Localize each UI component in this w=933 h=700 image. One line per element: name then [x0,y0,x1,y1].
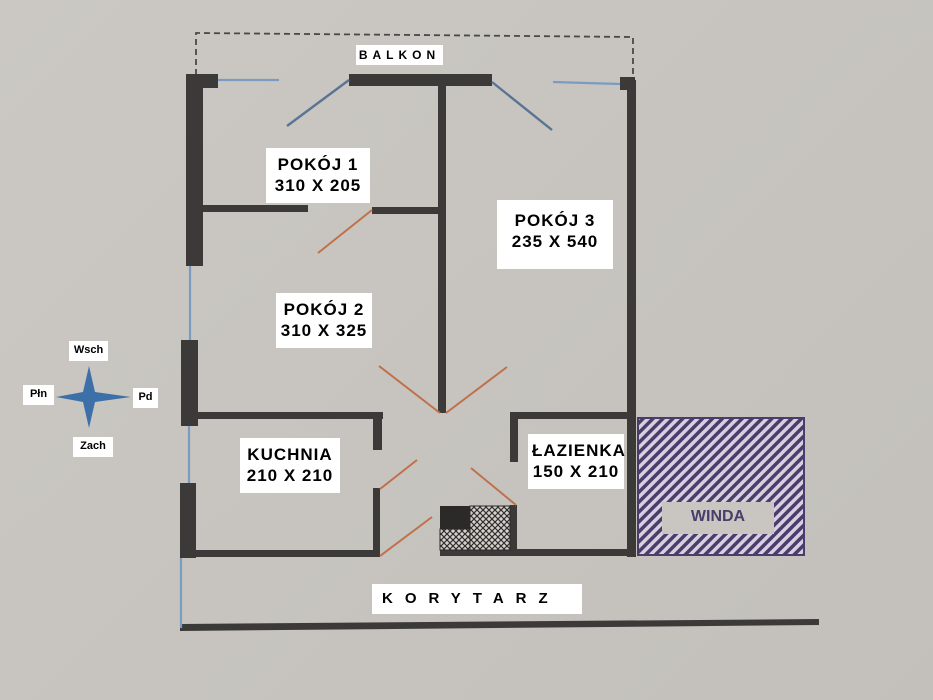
room-name: POKÓJ 2 [283,300,365,319]
room-label-pokoj-1: POKÓJ 1 310 X 205 [266,148,370,203]
elevator-label: WINDA [662,502,774,534]
walls [180,74,819,631]
room-label-pokoj-3: POKÓJ 3 235 X 540 [497,200,613,269]
room-dimensions: 210 X 210 [246,466,334,486]
interior-doors [317,209,517,557]
compass-label-south: Pd [133,388,158,408]
room-label-kuchnia: KUCHNIA 210 X 210 [240,438,340,493]
room-dimensions: 235 X 540 [511,232,599,252]
room-dimensions: 310 X 205 [274,176,362,196]
balcony-doors [286,79,553,131]
room-name: POKÓJ 1 [277,155,359,174]
corridor-label: KORYTARZ [372,584,582,614]
balcony-outline [195,32,634,80]
room-name: POKÓJ 3 [514,211,596,230]
windows [179,78,621,628]
utility-shaft [439,505,511,551]
room-name: KUCHNIA [247,445,333,464]
compass-label-east: Wsch [69,341,108,361]
room-name: ŁAZIENKA [532,441,626,460]
room-label-pokoj-2: POKÓJ 2 310 X 325 [276,293,372,348]
room-dimensions: 310 X 325 [280,321,368,341]
compass-star-icon [56,366,131,428]
room-dimensions: 150 X 210 [532,462,620,482]
room-label-lazienka: ŁAZIENKA 150 X 210 [528,434,626,489]
balcony-label: BALKON [356,45,443,65]
compass-label-north: Płn [23,385,54,405]
compass-label-west: Zach [73,437,113,457]
elevator-shaft [637,417,805,556]
